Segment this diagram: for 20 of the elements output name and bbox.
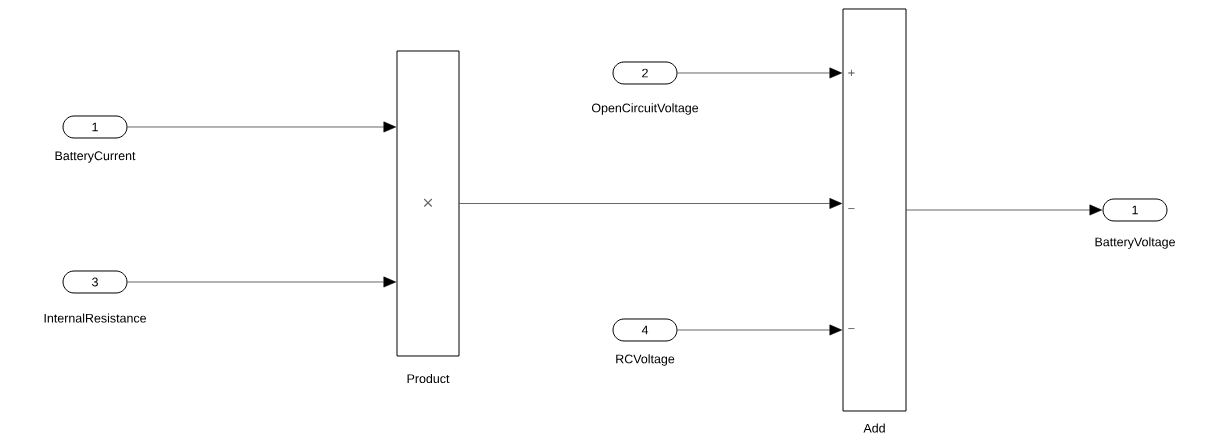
arrow bbox=[459, 198, 843, 209]
arrow bbox=[677, 67, 843, 79]
block: + − − bbox=[842, 8, 907, 412]
block-label: Product bbox=[407, 373, 450, 384]
port-pill: 4 bbox=[612, 318, 678, 342]
arrow bbox=[127, 121, 397, 133]
port-pill: 1 bbox=[1102, 198, 1168, 222]
block-label: RCVoltage bbox=[616, 354, 675, 366]
arrow bbox=[906, 204, 1103, 216]
block-label: Add bbox=[863, 423, 885, 433]
block-label: InternalResistance bbox=[44, 313, 146, 323]
port-pill: 1 bbox=[62, 115, 128, 139]
block: × bbox=[396, 50, 460, 357]
arrow bbox=[127, 276, 397, 288]
block-label: OpenCircuitVoltage bbox=[591, 103, 699, 115]
port-pill: 3 bbox=[62, 270, 128, 294]
port-pill: 2 bbox=[612, 61, 678, 85]
block-label: BatteryCurrent bbox=[55, 151, 136, 163]
block-label: BatteryVoltage bbox=[1095, 237, 1175, 249]
arrow bbox=[677, 324, 843, 336]
